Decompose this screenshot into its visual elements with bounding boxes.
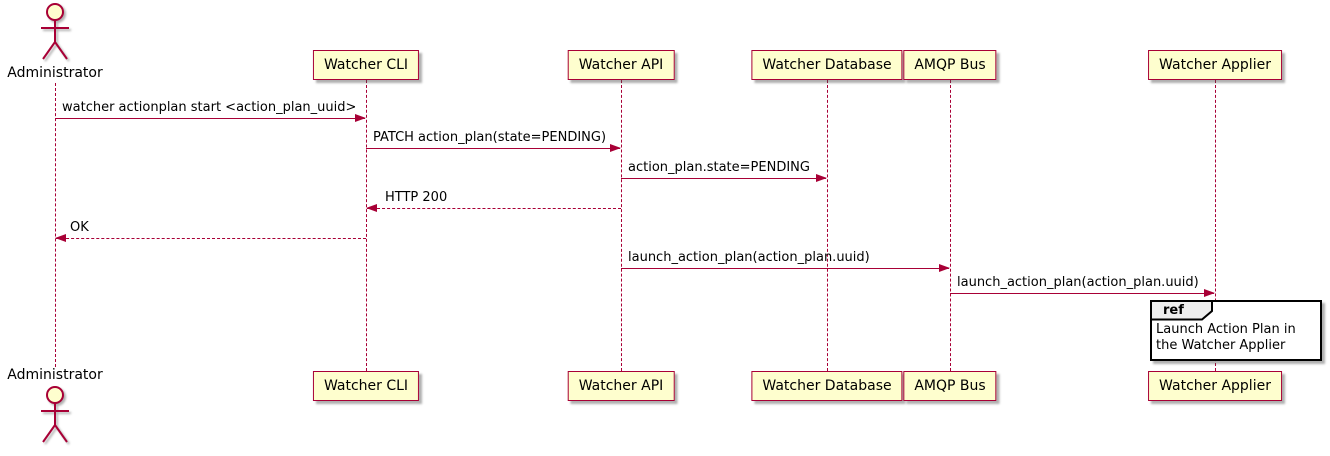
lifeline-watcher-cli — [366, 80, 367, 371]
message-4-label: HTTP 200 — [385, 190, 448, 205]
arrowhead-icon — [939, 264, 950, 272]
arrowhead-icon — [366, 204, 377, 212]
participant-top-watcher-applier: Watcher Applier — [1148, 50, 1282, 80]
message-1-arrow — [55, 114, 366, 122]
participant-bottom-watcher-database: Watcher Database — [751, 371, 903, 401]
actor-icon — [41, 386, 69, 443]
ref-text: Launch Action Plan in the Watcher Applie… — [1156, 322, 1296, 353]
participant-top-watcher-cli: Watcher CLI — [312, 50, 420, 80]
message-2-arrow — [366, 144, 621, 152]
actor-label-bottom: Administrator — [7, 367, 103, 383]
arrowhead-icon — [1204, 289, 1215, 297]
message-5-label: OK — [70, 220, 89, 235]
message-2-label: PATCH action_plan(state=PENDING) — [373, 130, 607, 145]
message-4-arrow — [366, 204, 621, 212]
actor-icon — [41, 3, 69, 60]
participant-top-watcher-database: Watcher Database — [751, 50, 903, 80]
lifeline-amqp-bus — [950, 80, 951, 371]
arrowhead-icon — [816, 174, 827, 182]
lifeline-watcher-api — [621, 80, 622, 371]
lifeline-watcher-database — [827, 80, 828, 371]
message-7-arrow — [950, 289, 1215, 297]
message-6-arrow — [621, 264, 950, 272]
message-5-arrow — [55, 234, 366, 242]
ref-fragment: ref Launch Action Plan in the Watcher Ap… — [1150, 300, 1322, 361]
arrowhead-icon — [55, 234, 66, 242]
lifeline-administrator — [55, 83, 56, 367]
participant-bottom-watcher-cli: Watcher CLI — [312, 371, 420, 401]
message-1-label: watcher actionplan start <action_plan_uu… — [62, 100, 357, 115]
message-3-arrow — [621, 174, 827, 182]
participant-top-watcher-api: Watcher API — [567, 50, 675, 80]
participant-top-amqp-bus: AMQP Bus — [903, 50, 997, 80]
participant-bottom-amqp-bus: AMQP Bus — [903, 371, 997, 401]
ref-keyword: ref — [1163, 303, 1184, 318]
message-7-label: launch_action_plan(action_plan.uuid) — [957, 275, 1199, 290]
participant-bottom-watcher-applier: Watcher Applier — [1148, 371, 1282, 401]
message-6-label: launch_action_plan(action_plan.uuid) — [628, 250, 870, 265]
participant-bottom-watcher-api: Watcher API — [567, 371, 675, 401]
arrowhead-icon — [610, 144, 621, 152]
ref-tab-icon — [1150, 300, 1213, 321]
message-3-label: action_plan.state=PENDING — [628, 160, 810, 175]
arrowhead-icon — [355, 114, 366, 122]
actor-label-top: Administrator — [7, 65, 103, 81]
lifeline-watcher-applier — [1215, 80, 1216, 371]
